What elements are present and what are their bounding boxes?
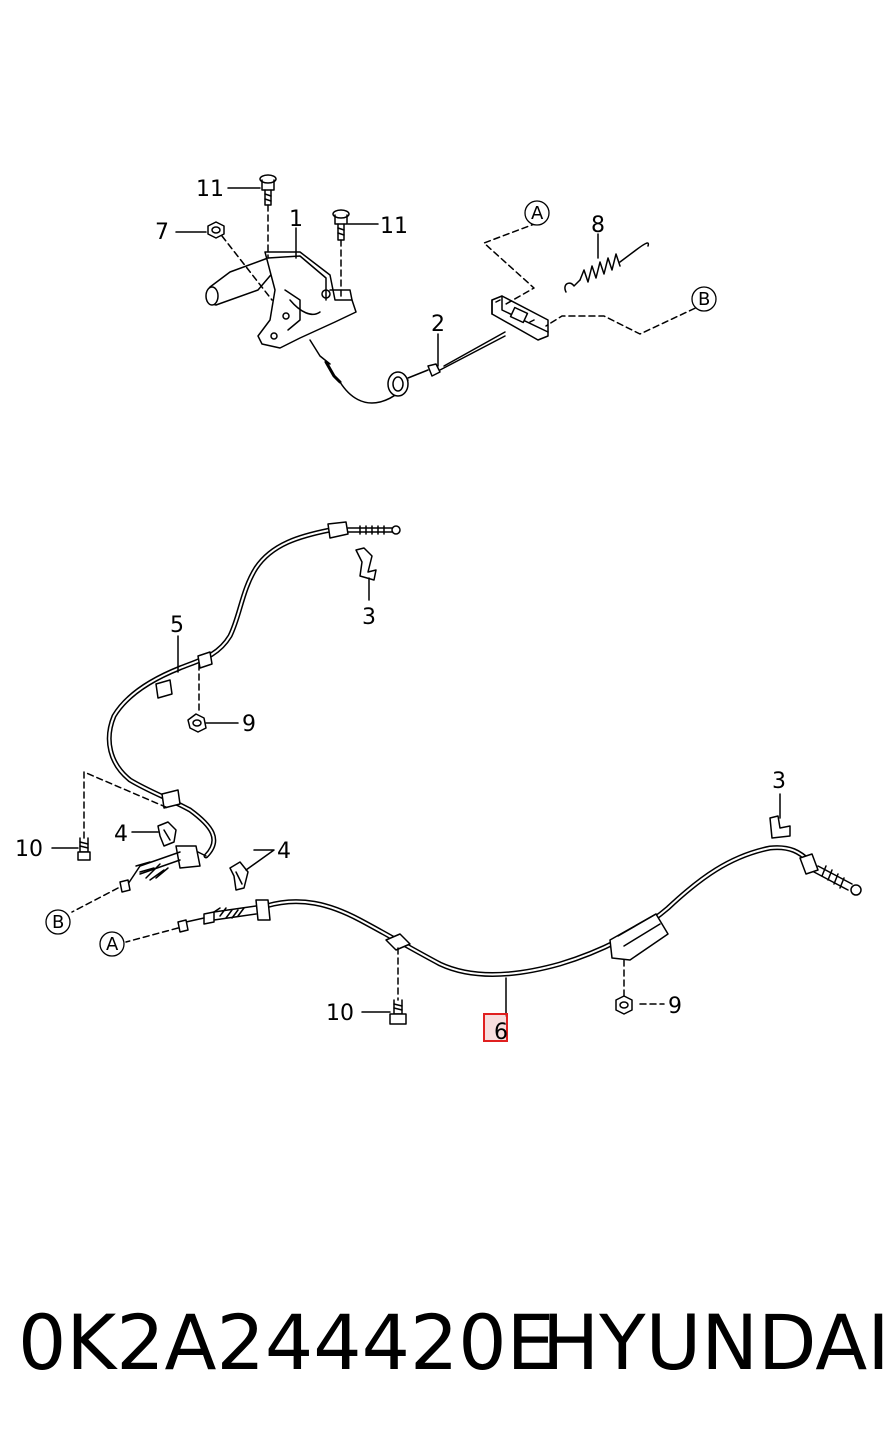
callout-3-lower: 3 <box>772 769 786 794</box>
front-cable <box>309 331 506 404</box>
callout-5: 5 <box>170 613 184 638</box>
clip-3-lower <box>769 793 791 839</box>
bolt-10-left <box>77 837 91 861</box>
nut-7 <box>207 221 273 301</box>
callout-10-right: 10 <box>326 1001 354 1026</box>
left-rear-cable <box>71 521 401 913</box>
return-spring-8 <box>564 242 650 293</box>
circle-a-lower <box>99 931 125 957</box>
highlight-box-part-6 <box>483 1013 508 1042</box>
callout-3-upper: 3 <box>362 605 376 630</box>
callout-9-lower: 9 <box>668 994 682 1019</box>
callout-6: 6 <box>494 1020 508 1045</box>
label-b-lower: B <box>52 912 64 933</box>
equalizer <box>491 295 549 341</box>
circle-a-top <box>524 200 550 226</box>
bolt-10-right <box>389 999 407 1025</box>
parking-brake-diagram: 11 1 11 7 A 8 2 B 5 3 9 10 4 4 B A 3 10 … <box>15 174 862 1045</box>
label-a-top: A <box>531 203 544 224</box>
callout-11-right: 11 <box>380 214 408 239</box>
clip-4-right <box>229 861 249 891</box>
label-a-lower: A <box>106 934 119 955</box>
part-number: 0K2A244420E <box>18 1298 555 1387</box>
callout-7: 7 <box>155 220 169 245</box>
connector-line-b-top <box>545 303 705 335</box>
bolt-11-upper <box>259 174 277 259</box>
circle-b-top <box>691 286 717 312</box>
callout-11-upper: 11 <box>196 177 224 202</box>
callout-9-upper: 9 <box>242 712 256 737</box>
brand-name: HYUNDAI <box>542 1298 887 1387</box>
callout-8: 8 <box>591 213 605 238</box>
callout-1: 1 <box>289 207 303 232</box>
clip-3-upper <box>355 547 377 601</box>
callout-10-left: 10 <box>15 837 43 862</box>
circle-b-lower <box>45 909 71 935</box>
right-rear-cable <box>125 845 862 1001</box>
label-b-top: B <box>698 289 710 310</box>
nut-9-lower <box>615 995 633 1015</box>
connector-line-left-bracket <box>83 771 169 839</box>
callout-2: 2 <box>431 312 445 337</box>
bolt-11-right <box>332 209 350 299</box>
callout-4-right: 4 <box>277 839 291 864</box>
clip-4-left <box>157 821 177 847</box>
callout-4-left: 4 <box>114 822 128 847</box>
nut-9-upper <box>187 663 207 733</box>
parking-brake-lever <box>205 251 357 349</box>
connector-line-a-top <box>483 222 538 305</box>
